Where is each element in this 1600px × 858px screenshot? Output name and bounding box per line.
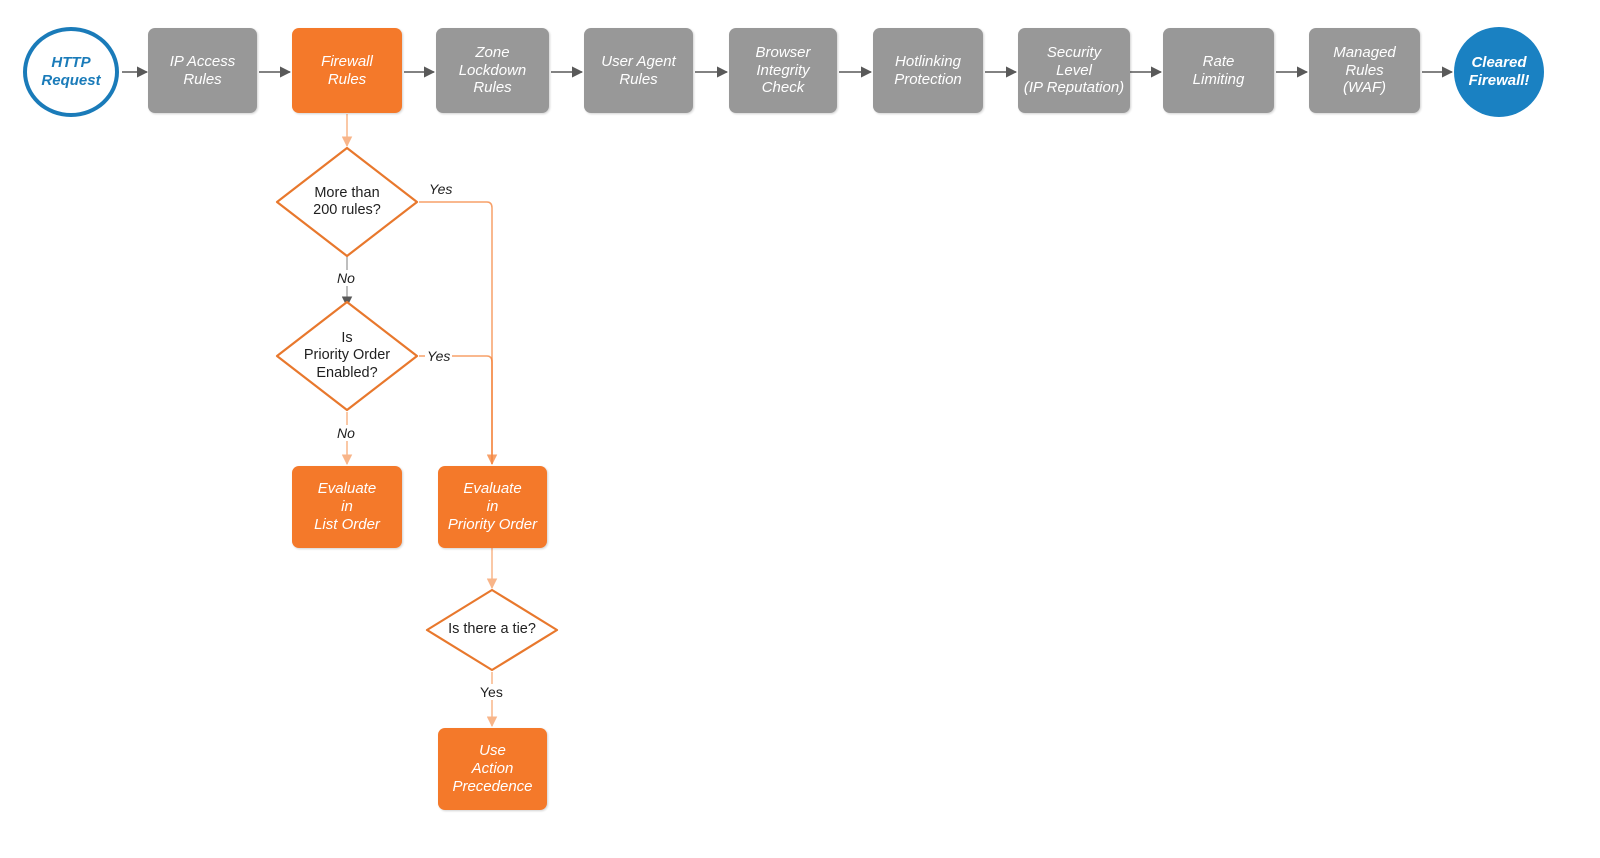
decision-is-priority-order-enabled[interactable]: Is Priority Order Enabled? (275, 300, 419, 412)
node-cleared-firewall[interactable]: Cleared Firewall! (1454, 27, 1544, 117)
node-ip-access-rules[interactable]: IP Access Rules (148, 28, 257, 113)
node-hotlinking-protection[interactable]: Hotlinking Protection (873, 28, 983, 113)
decision-label: Is there a tie? (448, 621, 536, 638)
node-zone-lockdown-rules[interactable]: Zone Lockdown Rules (436, 28, 549, 113)
node-managed-rules-waf[interactable]: Managed Rules (WAF) (1309, 28, 1420, 113)
decision-is-there-a-tie[interactable]: Is there a tie? (425, 588, 559, 672)
diamond-shape-icon (425, 588, 559, 672)
diamond-shape-icon (275, 146, 419, 258)
edge-label-no-more-than-200: No (335, 270, 357, 286)
edge-label-yes-priority-order: Yes (425, 348, 453, 364)
decision-more-than-200-rules[interactable]: More than 200 rules? (275, 146, 419, 258)
node-firewall-rules[interactable]: Firewall Rules (292, 28, 402, 113)
edge-label-no-priority-order: No (335, 425, 357, 441)
node-browser-integrity-check[interactable]: Browser Integrity Check (729, 28, 837, 113)
node-security-level[interactable]: Security Level (IP Reputation) (1018, 28, 1130, 113)
diamond-shape-icon (275, 300, 419, 412)
node-rate-limiting[interactable]: Rate Limiting (1163, 28, 1274, 113)
node-http-request[interactable]: HTTP Request (23, 27, 119, 117)
node-evaluate-in-priority-order[interactable]: Evaluate in Priority Order (438, 466, 547, 548)
decision-label: More than 200 rules? (313, 184, 381, 218)
edge-label-yes-tie: Yes (478, 684, 505, 700)
node-user-agent-rules[interactable]: User Agent Rules (584, 28, 693, 113)
edge-label-yes-more-than-200: Yes (427, 181, 455, 197)
node-use-action-precedence[interactable]: Use Action Precedence (438, 728, 547, 810)
node-evaluate-in-list-order[interactable]: Evaluate in List Order (292, 466, 402, 548)
decision-label: Is Priority Order Enabled? (303, 330, 391, 381)
